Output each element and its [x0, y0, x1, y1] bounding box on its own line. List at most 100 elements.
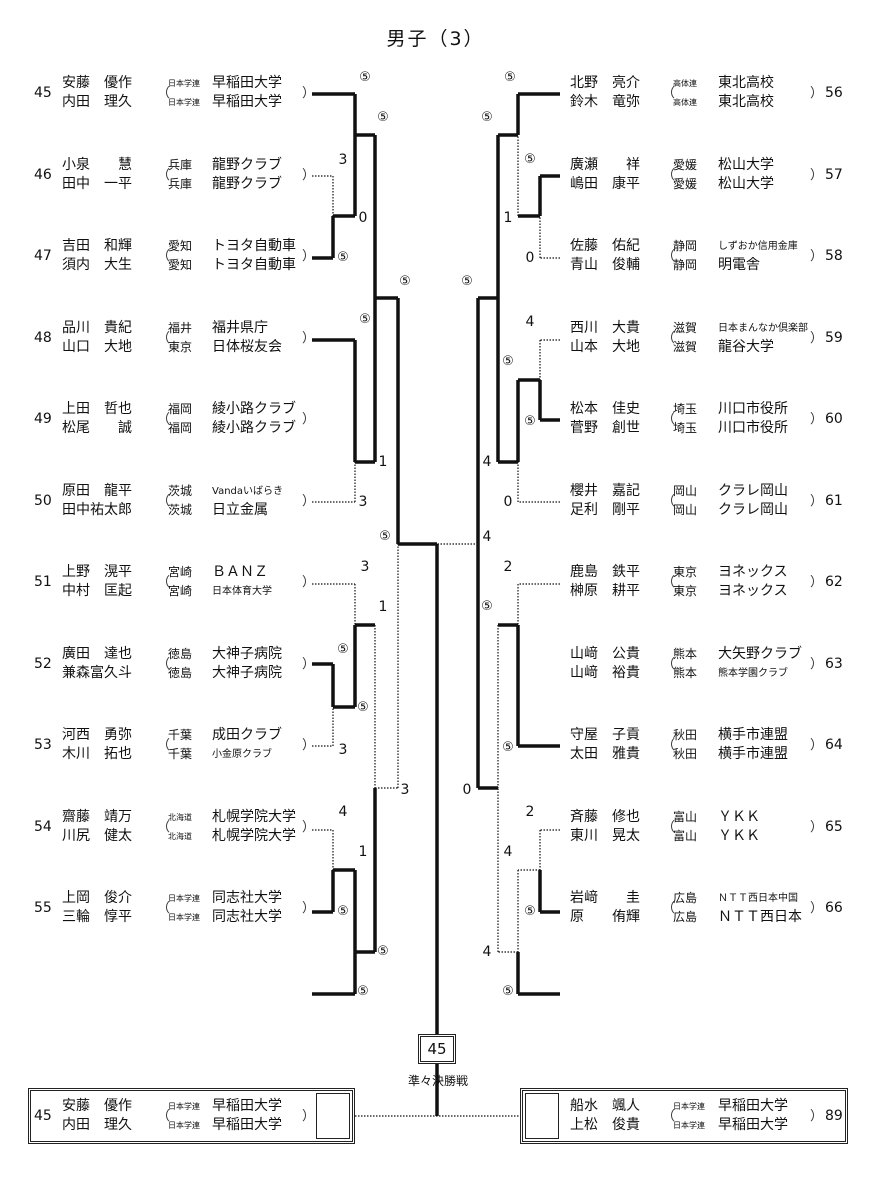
team-name: 綾小路クラブ: [212, 420, 296, 436]
team-name: 横手市連盟: [718, 727, 788, 743]
prefectures: 徳島徳島: [168, 645, 192, 683]
team-name: 早稲田大学: [212, 75, 282, 91]
seed-number: 51: [34, 574, 52, 590]
close-paren: ）: [302, 656, 316, 672]
game-score: ⑤: [357, 984, 369, 999]
open-paren: （: [662, 901, 676, 916]
player-name: 太田 雅貴: [570, 746, 640, 762]
player-names: 上岡 俊介三輪 惇平: [62, 889, 132, 927]
team-name: ＮＴＴ西日本中国: [718, 893, 798, 904]
team-name: 早稲田大学: [212, 1098, 282, 1114]
quarterfinal-seed-box: 45: [418, 1034, 456, 1064]
final-pair-right: [520, 1088, 848, 1144]
prefecture: 高体連: [673, 79, 697, 88]
team-name: ＹＫＫ: [718, 827, 760, 844]
team-name: 福井県庁: [212, 319, 268, 336]
player-name: 木川 拓也: [62, 746, 132, 762]
prefecture: 日本学連: [168, 894, 200, 903]
teams: 川口市役所川口市役所: [718, 400, 788, 438]
player-name: 松本 佳史: [570, 401, 640, 417]
close-paren: ）: [302, 249, 316, 264]
game-score: ⑤: [337, 904, 349, 919]
game-score: ⑤: [502, 984, 514, 999]
player-name: 山﨑 裕貴: [570, 664, 640, 681]
close-paren: ）: [302, 167, 316, 183]
open-paren: （: [662, 1109, 676, 1124]
game-score: ⑤: [359, 312, 371, 327]
player-name: 佐藤 佑紀: [570, 238, 640, 254]
open-paren: （: [662, 493, 676, 509]
close-paren: ）: [302, 738, 316, 753]
player-name: 齋藤 靖万: [62, 808, 132, 825]
player-name: 須内 大生: [62, 257, 132, 273]
player-names: 山﨑 公貴山﨑 裕貴: [570, 645, 640, 683]
prefecture: 日本学連: [673, 1102, 705, 1111]
prefectures: 熊本熊本: [673, 645, 697, 683]
open-paren: （: [157, 330, 171, 346]
player-names: 小泉 慧田中 一平: [62, 156, 132, 194]
team-name: トヨタ自動車: [212, 238, 296, 254]
prefecture: 富山: [673, 828, 698, 843]
prefectures: 兵庫兵庫: [168, 156, 192, 194]
seed-number: 48: [34, 329, 52, 346]
game-score: ⑤: [524, 414, 536, 429]
player-name: 山口 大地: [62, 338, 132, 355]
player-name: 吉田 和輝: [62, 238, 132, 254]
teams: Vandaいばらき日立金属: [212, 482, 283, 520]
close-paren: ）: [302, 493, 316, 509]
close-paren: ）: [810, 575, 824, 590]
seed-number: 46: [34, 166, 52, 183]
game-score: 1: [358, 844, 368, 860]
open-paren: （: [157, 86, 171, 101]
close-paren: ）: [810, 412, 824, 427]
seed-number: 58: [825, 248, 843, 264]
player-names: 佐藤 佑紀青山 俊輔: [570, 237, 640, 275]
prefectures: 滋賀滋賀: [673, 319, 697, 357]
prefecture: 茨城: [168, 483, 193, 498]
prefectures: 福井東京: [168, 319, 192, 357]
open-paren: （: [157, 412, 171, 427]
prefecture: 埼玉: [673, 421, 698, 435]
open-paren: （: [157, 493, 171, 509]
game-score: ⑤: [357, 700, 369, 715]
player-name: 上岡 俊介: [62, 890, 132, 906]
team-name: しずおか信用金庫: [718, 241, 798, 252]
teams: ヨネックスヨネックス: [718, 563, 788, 601]
game-score: ⑤: [524, 152, 536, 167]
game-score: 1: [378, 599, 388, 615]
team-name: 日本体育大学: [212, 586, 272, 597]
team-name: 札幌学院大学: [212, 827, 296, 844]
team-name: 早稲田大学: [718, 1117, 788, 1133]
open-paren: （: [662, 86, 676, 101]
team-name: 熊本学園クラブ: [718, 667, 788, 679]
close-paren: ）: [302, 330, 316, 346]
prefecture: 福岡: [168, 402, 193, 416]
game-score: ⑤: [481, 110, 493, 125]
game-score: ⑤: [524, 904, 536, 919]
prefecture: 滋賀: [673, 339, 698, 354]
team-name: 松山大学: [718, 156, 774, 173]
seed-number: 53: [34, 737, 52, 753]
player-names: 安藤 優作内田 理久: [62, 1097, 132, 1135]
player-name: 鹿島 鉄平: [570, 564, 640, 580]
prefecture: 北海道: [168, 812, 192, 822]
prefecture: 徳島: [168, 665, 193, 680]
team-name: 川口市役所: [718, 420, 788, 436]
game-score: 3: [338, 742, 348, 758]
player-name: 兼森富久斗: [62, 664, 132, 681]
close-paren: ）: [810, 249, 824, 264]
team-name: クラレ岡山: [718, 482, 788, 499]
teams: 大矢野クラブ熊本学園クラブ: [718, 645, 802, 683]
teams: 成田クラブ小金原クラブ: [212, 726, 282, 764]
prefecture: 東京: [673, 565, 698, 579]
open-paren: （: [157, 167, 171, 183]
team-name: 龍谷大学: [718, 338, 774, 355]
prefectures: 愛媛愛媛: [673, 156, 697, 194]
prefecture: 日本学連: [168, 79, 200, 88]
prefectures: 福岡福岡: [168, 400, 192, 438]
open-paren: （: [662, 819, 676, 835]
game-score: 3: [360, 559, 370, 575]
team-name: クラレ岡山: [718, 501, 788, 518]
game-score: ⑤: [337, 250, 349, 265]
